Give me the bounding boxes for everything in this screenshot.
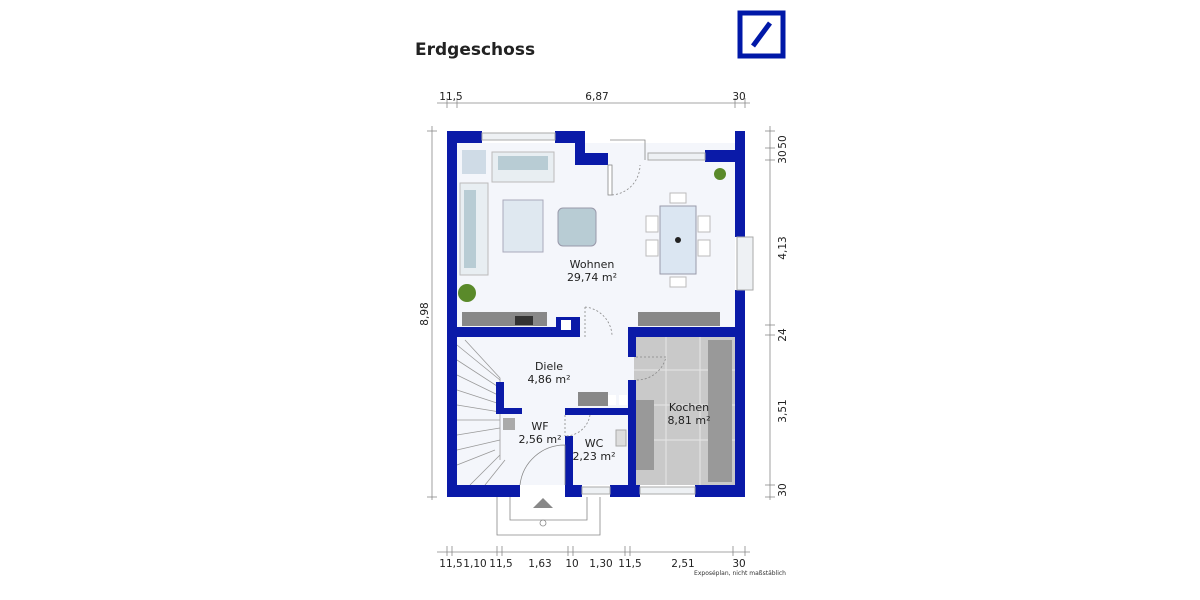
- sofa-cushion: [464, 190, 476, 268]
- dimension-lines: [427, 98, 775, 556]
- dimension-label: 4,13: [777, 236, 789, 259]
- sofa-cushion: [498, 156, 548, 170]
- walls: [447, 131, 745, 497]
- dimension-label: 11,5: [439, 558, 462, 570]
- staircase: [456, 339, 506, 486]
- plant-icon: [714, 168, 726, 180]
- room-area: 4,86 m²: [527, 373, 570, 386]
- wardrobe-item: [503, 418, 515, 430]
- tv: [515, 316, 533, 325]
- room-area: 2,23 m²: [572, 450, 615, 463]
- room-name: Kochen: [669, 401, 709, 414]
- room-name: Diele: [535, 360, 563, 373]
- rug: [502, 199, 544, 253]
- dimension-label: 11,5: [618, 558, 641, 570]
- sideboard: [638, 312, 720, 326]
- dimension-label: 50: [777, 135, 789, 148]
- furniture: [458, 150, 726, 447]
- plant-icon: [458, 284, 476, 302]
- kitchen-counter: [708, 340, 732, 482]
- armchair: [557, 207, 597, 247]
- sideboard: [462, 312, 547, 326]
- dimension-label: 1,10: [463, 558, 486, 570]
- wc-basin: [615, 429, 627, 447]
- dimension-label: 6,87: [585, 91, 608, 103]
- room-area: 29,74 m²: [567, 271, 617, 284]
- disclaimer-note: Exposéplan, nicht maßstäblich: [694, 570, 786, 577]
- room-name: WF: [531, 420, 548, 433]
- dimension-label: 2,51: [671, 558, 694, 570]
- bank-logo: [737, 10, 786, 59]
- table-centerpiece: [675, 237, 681, 243]
- dimension-label: 8,98: [419, 302, 431, 325]
- windows: [481, 132, 754, 495]
- shaft-opening: [608, 395, 616, 405]
- room-name: Wohnen: [570, 258, 615, 271]
- chimney-opening: [561, 320, 571, 330]
- entrance-arrow-icon: [533, 498, 553, 508]
- dimension-label: 30: [732, 91, 745, 103]
- dining-chairs: [645, 192, 711, 288]
- room-area: 8,81 m²: [667, 414, 710, 427]
- dimension-label: 11,5: [489, 558, 512, 570]
- shaft-opening: [619, 395, 627, 405]
- floor-title: Erdgeschoss: [415, 40, 536, 60]
- cabinet: [578, 392, 608, 406]
- dimension-label: 1,63: [528, 558, 551, 570]
- room-area: 2,56 m²: [518, 433, 561, 446]
- dimension-label: 30: [777, 483, 789, 496]
- dimension-label: 3,51: [777, 399, 789, 422]
- side-table: [462, 150, 486, 174]
- dimension-label: 1,30: [589, 558, 612, 570]
- dimension-label: 30: [777, 150, 789, 163]
- dimension-label: 24: [777, 328, 789, 342]
- dimension-label: 11,5: [439, 91, 462, 103]
- kitchen-counter: [636, 400, 654, 470]
- room-name: WC: [585, 437, 604, 450]
- dimension-label: 10: [565, 558, 578, 570]
- doors: [496, 139, 667, 536]
- dimension-label: 30: [732, 558, 745, 570]
